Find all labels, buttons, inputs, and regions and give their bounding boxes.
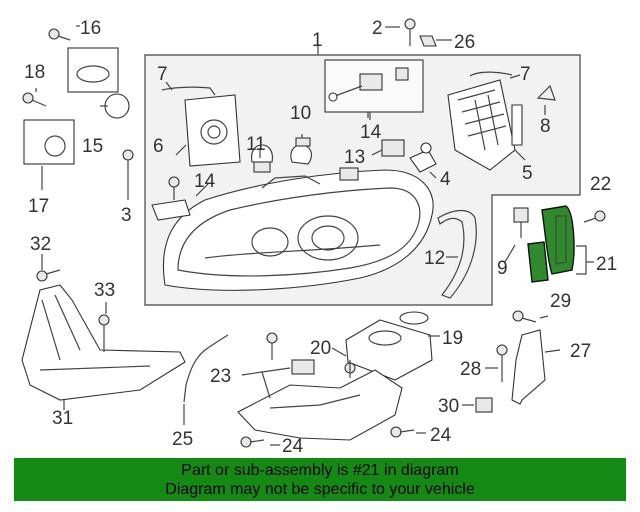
bracket-27 — [511, 329, 546, 405]
adjuster-14 — [328, 67, 409, 102]
screw-24-right — [390, 426, 415, 438]
trim-strip — [437, 209, 477, 299]
callout-19: 19 — [442, 328, 463, 349]
callout-8: 8 — [540, 116, 551, 137]
callout-28: 28 — [460, 359, 481, 380]
screw-22 — [583, 210, 606, 223]
bracket-14 — [151, 176, 191, 221]
headlamp-bracket-6 — [161, 86, 241, 167]
screw-16 — [48, 28, 71, 41]
callout-labels: 1 2 26 16 18 15 17 3 7 6 11 10 14 13 14 … — [24, 18, 617, 456]
callout-29: 29 — [550, 291, 571, 312]
seal-ring-15 — [104, 93, 130, 119]
callout-18: 18 — [24, 62, 45, 83]
callout-12: 12 — [424, 248, 445, 269]
callout-22: 22 — [590, 174, 611, 195]
hose-25 — [183, 334, 229, 403]
callout-20: 20 — [310, 338, 331, 359]
callout-5: 5 — [522, 163, 533, 184]
callout-25: 25 — [172, 429, 193, 450]
callout-32: 32 — [30, 234, 51, 255]
bulb-10 — [290, 137, 313, 165]
bulb-11 — [251, 144, 273, 173]
callout-17: 17 — [28, 196, 49, 217]
callout-15: 15 — [82, 136, 103, 157]
rear-cover-5 — [447, 71, 523, 171]
screw-29 — [512, 310, 537, 323]
clip-26 — [419, 35, 437, 47]
nut-30 — [475, 397, 493, 413]
banner-line-part-number: Part or sub-assembly is #21 in diagram — [181, 462, 459, 479]
leader-lines — [35, 25, 594, 446]
wire-8 — [536, 84, 556, 101]
module-13 — [381, 139, 405, 157]
callout-27: 27 — [570, 341, 591, 362]
socket-4 — [409, 142, 437, 173]
callout-9: 9 — [497, 258, 508, 279]
callout-11: 11 — [246, 134, 266, 155]
callout-21: 21 — [596, 254, 617, 275]
callout-2: 2 — [372, 18, 383, 39]
bulb-9 — [513, 207, 529, 238]
callout-3: 3 — [121, 205, 132, 226]
carrier-bracket-31 — [21, 284, 186, 401]
callout-26: 26 — [454, 32, 475, 53]
callout-1: 1 — [312, 30, 323, 51]
mounting-tray-23 — [237, 332, 403, 441]
highlighted-part-21 — [527, 205, 575, 283]
callout-33: 33 — [94, 280, 115, 301]
callout-4: 4 — [440, 169, 451, 190]
control-module-19 — [345, 311, 433, 381]
headlamp-housing — [162, 167, 434, 291]
callout-30: 30 — [438, 396, 459, 417]
info-banner: Part or sub-assembly is #21 in diagram D… — [14, 458, 626, 501]
screw-3 — [122, 149, 134, 182]
banner-line-disclaimer: Diagram may not be specific to your vehi… — [165, 481, 475, 498]
exploded-view-drawing: 1 2 26 16 18 15 17 3 7 6 11 10 14 13 14 … — [21, 18, 617, 456]
callout-24-left: 24 — [282, 436, 304, 456]
stud-28 — [496, 344, 508, 382]
callout-24-right: 24 — [430, 425, 452, 446]
callout-13: 13 — [344, 147, 365, 168]
screw-18 — [22, 92, 47, 107]
screw-32 — [36, 269, 61, 282]
callout-23: 23 — [210, 366, 231, 387]
callout-10: 10 — [290, 103, 311, 124]
callout-6: 6 — [153, 136, 164, 157]
ballast-16 — [67, 47, 119, 93]
screw-33 — [98, 314, 110, 352]
callout-31: 31 — [52, 408, 73, 429]
callout-14-left: 14 — [194, 171, 216, 192]
screw-2 — [404, 18, 416, 46]
callout-14-top: 14 — [360, 122, 382, 143]
callout-16: 16 — [80, 18, 101, 39]
callout-7-left: 7 — [157, 64, 168, 85]
screw-24-left — [240, 436, 265, 448]
control-unit-17 — [23, 119, 75, 165]
callout-7-right: 7 — [520, 64, 531, 85]
screw-20 — [344, 360, 356, 378]
